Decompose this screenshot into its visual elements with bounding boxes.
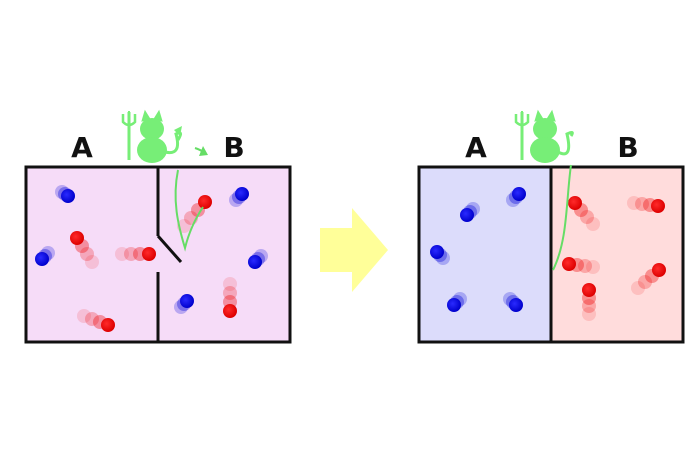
label-b-before: B <box>223 131 244 164</box>
chamber-b-after <box>551 167 683 342</box>
divider-open-door <box>156 167 183 342</box>
molecule-icon <box>174 294 194 314</box>
molecule-icon <box>223 277 237 318</box>
arrow-icon <box>320 208 388 292</box>
molecule-icon <box>627 196 665 213</box>
label-a-after: A <box>465 131 487 164</box>
panel-after: A B <box>417 109 685 344</box>
chamber-b-before <box>158 167 290 342</box>
chamber-a-before <box>26 167 158 342</box>
molecule-icon <box>248 249 268 269</box>
molecule-icon <box>35 246 55 266</box>
molecule-icon <box>55 185 75 203</box>
molecule-icon <box>430 245 450 265</box>
trajectory-after <box>552 164 572 271</box>
molecule-icon <box>70 231 99 269</box>
molecule-icon <box>582 283 596 321</box>
molecule-icon <box>631 263 666 295</box>
demon-icon <box>121 109 183 163</box>
panel-before: A B <box>24 109 292 344</box>
molecule-icon <box>562 257 600 274</box>
demon-icon <box>514 109 574 163</box>
label-a-before: A <box>71 131 93 164</box>
molecule-icon <box>77 309 115 332</box>
molecule-icon <box>447 292 467 312</box>
molecule-icon <box>229 187 249 207</box>
trajectory-before <box>174 169 204 252</box>
molecule-icon <box>506 187 526 207</box>
label-b-after: B <box>617 131 638 164</box>
molecule-icon <box>460 202 480 222</box>
molecules-after <box>430 187 666 321</box>
molecule-icon <box>115 247 156 261</box>
molecule-icon <box>568 196 600 231</box>
molecule-icon <box>503 292 523 312</box>
